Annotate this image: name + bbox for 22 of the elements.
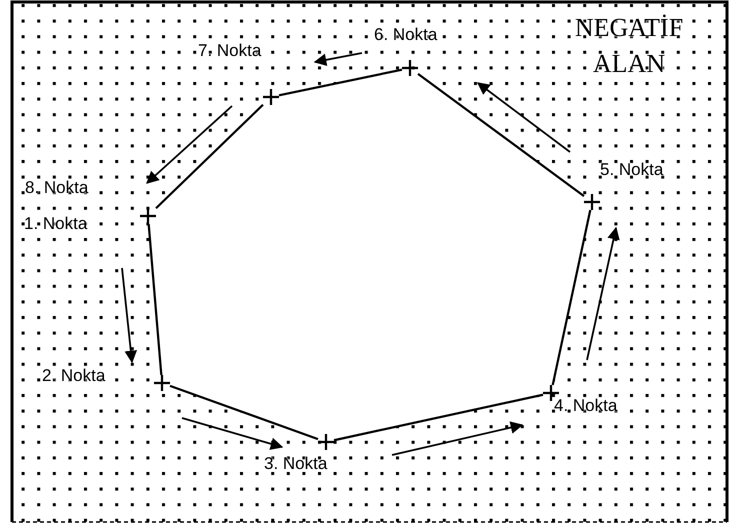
point-label: 8. Nokta [25,178,88,198]
point-marker [263,89,279,105]
point-label: 3. Nokta [264,454,328,474]
point-label: 7. Nokta [198,41,262,61]
point-marker [140,208,156,224]
point-marker [154,375,170,391]
polygon-side [170,384,318,440]
point-label: 1. Nokta [24,214,88,234]
polygon-side [278,68,402,96]
title: NEGATİF ALAN [574,12,684,80]
polygon-side [155,104,264,210]
point-marker [318,434,334,450]
polygon-side [334,394,544,442]
point-marker [543,385,559,401]
polygon-side [552,210,592,386]
point-label: 4. Nokta [554,396,618,416]
point-marker [584,194,600,210]
polygon-side [417,73,585,197]
point-label: 5. Nokta [600,160,664,180]
polygon-side [148,224,162,376]
point-marker [402,60,418,76]
point-label: 2. Nokta [42,366,106,386]
